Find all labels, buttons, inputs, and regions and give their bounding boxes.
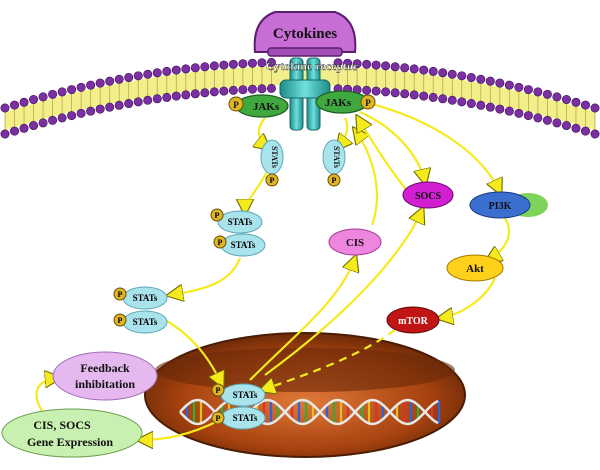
akt-node: Akt	[446, 254, 504, 282]
nucleus	[144, 332, 466, 458]
arrow-nucleus-to-socs	[264, 210, 422, 376]
arrow-mtor-to-nucleus	[262, 329, 396, 390]
arrow-cis-to-jak	[355, 130, 379, 226]
cytokine-icon	[253, 11, 357, 57]
svg-text:Feedback: Feedback	[80, 361, 130, 375]
svg-text:STATs: STATs	[133, 317, 158, 327]
stat-dimer-nucleus: P P STATs STATs	[211, 383, 266, 430]
svg-text:Gene Expression: Gene Expression	[27, 435, 113, 449]
svg-text:PI3K: PI3K	[489, 201, 512, 212]
jak-right: JAKs	[315, 90, 369, 114]
arrow-dimer1-to-dimer2	[170, 257, 242, 295]
jak-left-label: JAKs	[253, 101, 280, 113]
svg-text:STATs: STATs	[228, 217, 253, 227]
svg-text:CIS, SOCS: CIS, SOCS	[33, 418, 91, 432]
feedback-inhibition-node: Feedback inhibitation	[52, 351, 158, 401]
cytokine-receptor-label: Cytokine receptor	[266, 59, 359, 73]
svg-text:P: P	[270, 176, 275, 185]
cytokine-receptor-icon	[279, 57, 331, 131]
arrow-nucleus-to-gene	[140, 419, 221, 440]
svg-text:P: P	[365, 98, 371, 108]
gene-expression-node: CIS, SOCS Gene Expression	[1, 408, 143, 458]
arrow-jak-to-pi3k	[371, 102, 500, 192]
arrow-akt-to-mtor	[440, 277, 497, 318]
stat-dimer-1: P P STATs STATs	[210, 208, 266, 257]
stat-monomer-left: STATs P	[260, 139, 284, 187]
stat-dimer-2: P P STATs STATs	[113, 286, 168, 334]
svg-text:Akt: Akt	[466, 263, 484, 275]
svg-text:P: P	[118, 290, 123, 299]
svg-text:inhibitation: inhibitation	[75, 377, 135, 391]
cell-membrane	[0, 57, 600, 139]
stat-monomer-right: STATs P	[322, 139, 346, 187]
cytokines-label: Cytokines	[273, 26, 337, 42]
arrow-stat-to-dimer1	[245, 169, 269, 212]
svg-text:STATs: STATs	[233, 413, 258, 423]
svg-text:SOCS: SOCS	[415, 191, 442, 202]
mtor-node: mTOR	[386, 306, 440, 334]
svg-text:P: P	[118, 316, 123, 325]
svg-text:STATs: STATs	[332, 146, 341, 168]
svg-text:mTOR: mTOR	[398, 316, 429, 327]
svg-text:STATs: STATs	[233, 390, 258, 400]
phosphate-icon: P	[228, 96, 244, 112]
arrow-dimer2-to-nucleus	[164, 319, 222, 385]
svg-text:CIS: CIS	[346, 237, 364, 249]
svg-text:STATs: STATs	[133, 293, 158, 303]
pi3k-node: PI3K	[469, 191, 548, 219]
phosphate-icon: P	[360, 94, 376, 110]
watermark: 知乎 @风拂柳眉	[495, 443, 590, 459]
svg-text:P: P	[216, 414, 221, 423]
svg-text:STATs: STATs	[231, 240, 256, 250]
svg-text:P: P	[233, 100, 239, 110]
svg-text:STATs: STATs	[270, 146, 279, 168]
arrow-gene-to-feedback	[35, 378, 58, 416]
svg-text:P: P	[218, 238, 223, 247]
cis-node: CIS	[328, 228, 382, 256]
jak-right-label: JAKs	[325, 97, 352, 109]
arrow-pi3k-to-akt	[488, 217, 511, 260]
socs-node: SOCS	[402, 181, 454, 209]
svg-text:P: P	[332, 176, 337, 185]
svg-text:P: P	[216, 386, 221, 395]
arrow-nucleus-to-cis	[249, 258, 355, 381]
jak-left: JAKs	[235, 94, 289, 118]
svg-text:P: P	[215, 211, 220, 220]
